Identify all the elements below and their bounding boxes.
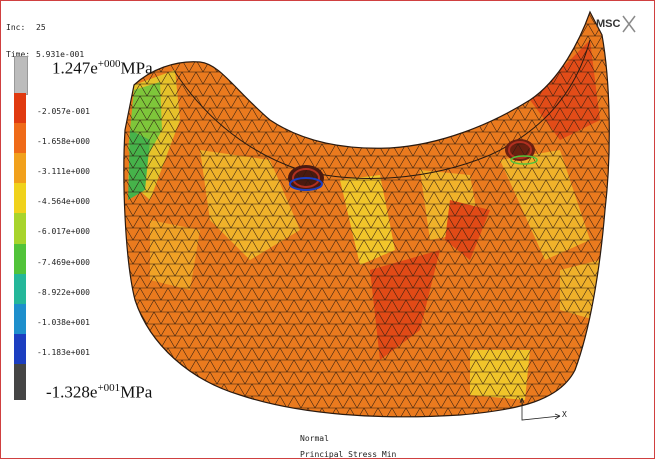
result-quantity-label: Principal Stress Min xyxy=(300,450,397,459)
legend-swatch xyxy=(14,153,26,185)
legend-min-label: -1.328e+001MPa xyxy=(46,382,153,402)
legend-swatch xyxy=(14,303,26,335)
result-type-label: Normal xyxy=(300,434,329,443)
legend-swatch xyxy=(14,123,26,155)
increment-time-readout: Inc: 25 Time: 5.931e-001 xyxy=(6,5,84,68)
legend-swatch xyxy=(14,273,26,305)
legend-swatch-max xyxy=(14,56,28,95)
legend-value-label: -1.658e+000 xyxy=(37,137,90,147)
time-label: Time: xyxy=(6,50,31,59)
legend-value-label: -6.017e+000 xyxy=(37,227,90,237)
time-value: 5.931e-001 xyxy=(36,50,85,59)
legend-value-label: -8.922e+000 xyxy=(37,287,90,297)
legend-value-label: -2.057e-001 xyxy=(37,107,90,116)
legend-max-label: 1.247e+000MPa xyxy=(52,58,153,78)
legend-swatch xyxy=(14,243,26,275)
axis-triad-icon xyxy=(519,397,561,421)
axis-x-label: X xyxy=(562,410,567,419)
legend-value-label: -4.564e+000 xyxy=(37,197,90,207)
legend-swatch xyxy=(14,213,26,245)
legend-swatch-min xyxy=(14,364,26,400)
legend-swatch xyxy=(14,183,26,215)
legend-value-label: -1.038e+001 xyxy=(37,317,90,327)
legend-value-label: -7.469e+000 xyxy=(37,257,90,267)
legend-swatch xyxy=(14,93,26,124)
legend-value-label: -1.183e+001 xyxy=(37,347,90,357)
inc-value: 25 xyxy=(36,23,46,32)
msc-logo: MSC xyxy=(596,18,621,30)
inc-label: Inc: xyxy=(6,23,26,32)
legend-swatch xyxy=(14,333,26,365)
msc-x-icon xyxy=(622,15,636,33)
legend-value-label: -3.111e+000 xyxy=(37,167,90,177)
